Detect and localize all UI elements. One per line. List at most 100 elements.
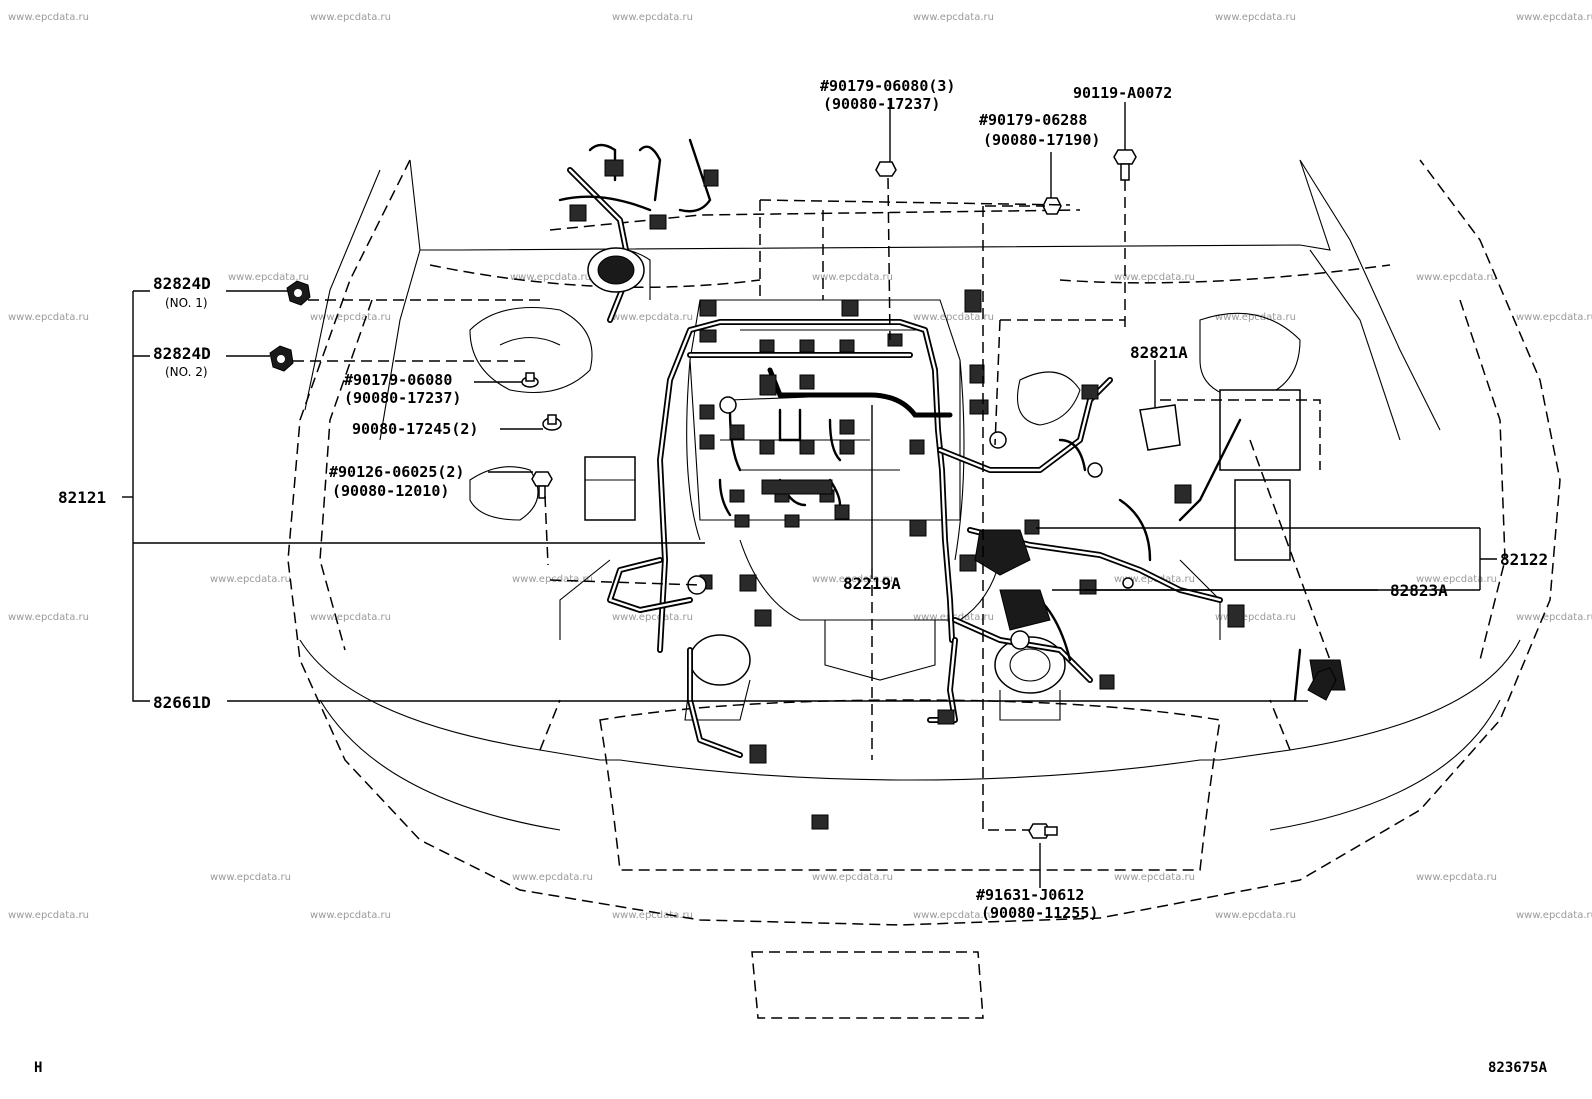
harness-connector	[1081, 384, 1099, 400]
watermark-text: www.epcdata.ru	[913, 910, 994, 921]
harness-connector	[699, 434, 715, 450]
section-code-label: H	[34, 1060, 42, 1076]
harness-connector	[969, 364, 985, 384]
illustration-number-label: 823675A	[1488, 1060, 1548, 1076]
watermark-text: www.epcdata.ru	[1114, 872, 1195, 883]
harness-connectors	[569, 159, 1245, 830]
watermark-text: www.epcdata.ru	[1516, 910, 1592, 921]
callout-90126-06025: #90126-06025(2)	[329, 463, 464, 481]
watermark-text: www.epcdata.ru	[612, 12, 693, 23]
callout-82821a: 82821A	[1130, 343, 1188, 362]
car-body-outline	[287, 159, 1561, 1019]
harness-connector	[761, 479, 833, 495]
callout-90080-12010: (90080-12010)	[332, 482, 449, 500]
bolt-90119-a0072-icon	[1113, 149, 1137, 181]
harness-connector	[1079, 579, 1097, 595]
harness-connector	[839, 339, 855, 353]
clip-90179-06288-icon	[1042, 197, 1062, 215]
callout-90179-06288: #90179-06288	[979, 111, 1087, 129]
callout-90119-a0072: 90119-A0072	[1073, 84, 1172, 102]
harness-connector	[909, 519, 927, 537]
harness-connector	[703, 169, 719, 187]
callout-90080-11255: (90080-11255)	[981, 904, 1098, 922]
harness-connector	[799, 374, 815, 390]
harness-connector	[959, 554, 977, 572]
callout-82122: 82122	[1500, 550, 1548, 569]
callout-90179-06080-top: #90179-06080(3)	[820, 77, 955, 95]
watermark-text: www.epcdata.ru	[1516, 612, 1592, 623]
clip-90179-06080-icon	[521, 372, 539, 388]
callout-82661d: 82661D	[153, 693, 211, 712]
watermark-text: www.epcdata.ru	[913, 12, 994, 23]
harness-connector	[799, 339, 815, 353]
harness-connector	[1174, 484, 1192, 504]
harness-connector	[909, 439, 925, 455]
callout-82219a: 82219A	[843, 574, 901, 593]
callout-90179-06080: #90179-06080	[344, 371, 452, 389]
watermark-text: www.epcdata.ru	[1114, 272, 1195, 283]
watermark-text: www.epcdata.ru	[8, 312, 89, 323]
part-callouts: 82824D (NO. 1) 82824D (NO. 2) 82121 8266…	[58, 77, 1548, 922]
watermark-text: www.epcdata.ru	[228, 272, 309, 283]
harness-connector	[759, 439, 775, 455]
harness-connector	[839, 439, 855, 455]
watermark-text: www.epcdata.ru	[1215, 312, 1296, 323]
callout-82824d-no2: 82824D	[153, 344, 211, 363]
harness-connector	[937, 709, 955, 725]
harness-connector	[699, 329, 717, 343]
harness-connector	[969, 399, 989, 415]
watermark-text: www.epcdata.ru	[1215, 910, 1296, 921]
clip-90179-06080-top-icon	[875, 161, 897, 177]
watermark-text: www.epcdata.ru	[8, 910, 89, 921]
harness-connector	[1099, 674, 1115, 690]
watermark-text: www.epcdata.ru	[1215, 612, 1296, 623]
watermark-text: www.epcdata.ru	[1215, 12, 1296, 23]
harness-connector	[729, 424, 745, 440]
harness-connector	[759, 374, 777, 396]
callout-90080-17245: 90080-17245(2)	[352, 420, 478, 438]
callout-90080-17190: (90080-17190)	[983, 131, 1100, 149]
harness-connector	[649, 214, 667, 230]
harness-connector	[754, 609, 772, 627]
watermark-text: www.epcdata.ru	[510, 272, 591, 283]
bolt-90126-06025-icon	[531, 471, 553, 499]
harness-connector	[799, 439, 815, 455]
harness-connector	[699, 404, 715, 420]
harness-connector	[749, 744, 767, 764]
harness-connector	[834, 504, 850, 520]
nut-82824d-no1-icon	[286, 280, 311, 306]
watermark-text: www.epcdata.ru	[310, 12, 391, 23]
bolt-91631-j0612-icon	[1028, 823, 1058, 839]
harness-connector	[604, 159, 624, 177]
watermark-text: www.epcdata.ru	[210, 872, 291, 883]
watermark-text: www.epcdata.ru	[210, 574, 291, 585]
watermark-text: www.epcdata.ru	[612, 612, 693, 623]
watermark-text: www.epcdata.ru	[913, 312, 994, 323]
watermark-text: www.epcdata.ru	[1516, 312, 1592, 323]
callout-82824d-no1-note: (NO. 1)	[165, 296, 208, 310]
watermark-text: www.epcdata.ru	[1416, 574, 1497, 585]
harness-connector	[739, 574, 757, 592]
harness-connector	[759, 339, 775, 353]
harness-connector	[841, 299, 859, 317]
watermark-text: www.epcdata.ru	[310, 910, 391, 921]
harness-connector	[1227, 604, 1245, 628]
harness-connector	[699, 299, 717, 317]
clip-90080-17245-icon	[542, 414, 562, 431]
watermark-text: www.epcdata.ru	[310, 312, 391, 323]
watermark-layer: www.epcdata.ru www.epcdata.ru www.epcdata.…	[8, 12, 1592, 921]
harness-connector	[887, 333, 903, 347]
harness-connector	[964, 289, 982, 313]
watermark-text: www.epcdata.ru	[1416, 872, 1497, 883]
watermark-text: www.epcdata.ru	[612, 910, 693, 921]
connector-82661d-icon	[1307, 667, 1337, 701]
harness-connector	[811, 814, 829, 830]
callout-82823a: 82823A	[1390, 581, 1448, 600]
watermark-text: www.epcdata.ru	[812, 574, 893, 585]
callout-82824d-no2-note: (NO. 2)	[165, 365, 208, 379]
watermark-text: www.epcdata.ru	[812, 872, 893, 883]
callout-90080-17237-top: (90080-17237)	[823, 95, 940, 113]
harness-connector	[784, 514, 800, 528]
engine-wire-harness	[558, 138, 1302, 758]
